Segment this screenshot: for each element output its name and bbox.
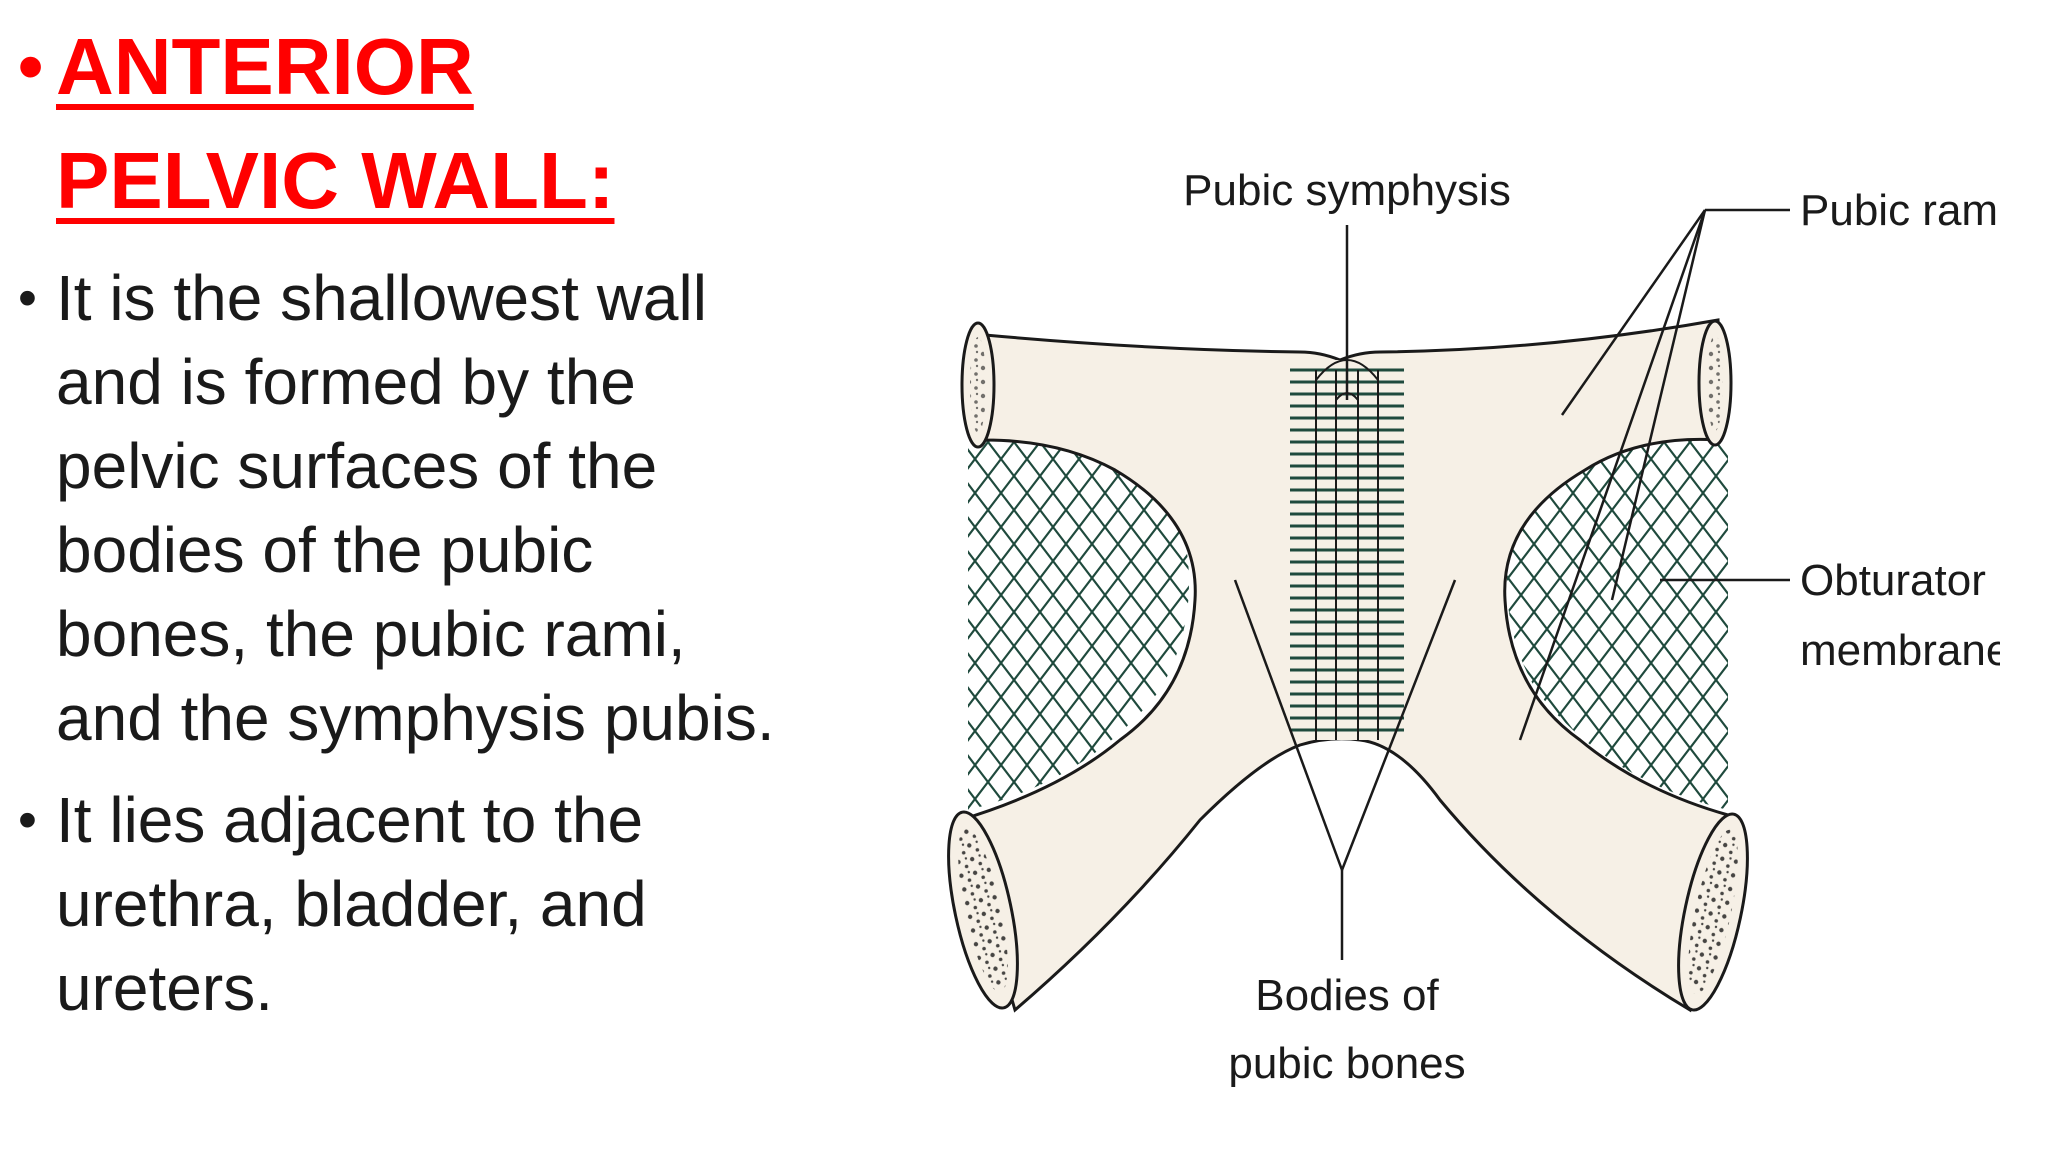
bullet-dot: • [18,790,37,850]
bullet-text: It is the shallowest wall and is formed … [56,262,775,754]
obturator-membrane-left [968,440,1190,810]
title-bullet: • [18,27,44,107]
title-line-1: ANTERIOR [56,22,474,111]
label-pubic-symphysis: Pubic symphysis [1183,166,1511,215]
label-obturator-line2: membrane [1800,626,2000,675]
text-column: • ANTERIOR PELVIC WALL: • It is the shal… [18,10,808,1030]
bullet-dot: • [18,268,37,328]
label-obturator-line1: Obturator [1800,556,1986,605]
anterior-pelvic-wall-diagram: Pubic symphysis Pubic rami Obturator mem… [947,166,2000,1088]
title-line-2: PELVIC WALL: [56,136,615,225]
label-bodies-line1: Bodies of [1255,971,1439,1020]
obturator-membrane-right [1506,440,1728,810]
label-bodies-line2: pubic bones [1228,1039,1465,1088]
bullet-item-1: • It is the shallowest wall and is forme… [18,256,808,760]
bullet-text: It lies adjacent to the urethra, bladder… [56,784,647,1024]
label-pubic-rami: Pubic rami [1800,186,2000,235]
pubic-symphysis-disc [1290,359,1404,740]
pointer-lines [1233,208,1790,960]
title-text: ANTERIOR PELVIC WALL: [56,10,614,238]
bullet-item-2: • It lies adjacent to the urethra, bladd… [18,778,808,1030]
slide-title: • ANTERIOR PELVIC WALL: [18,10,808,238]
